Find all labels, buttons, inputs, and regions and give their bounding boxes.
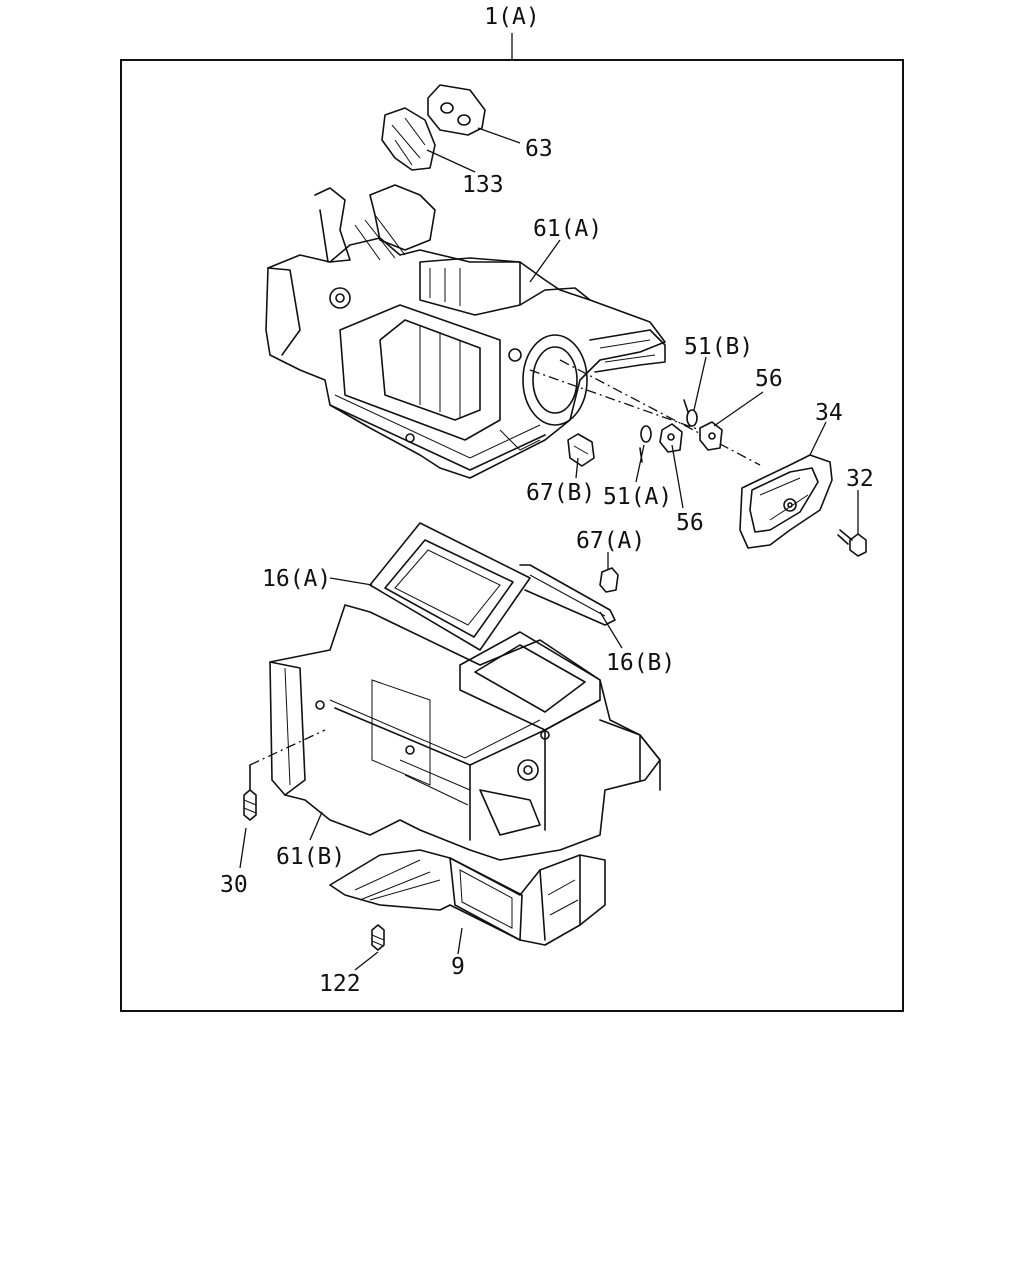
leader-lines (239, 127, 859, 971)
callout-1a: 1(A) (484, 4, 539, 30)
part-9-duct (329, 849, 606, 946)
part-63-gasket (427, 84, 486, 136)
callout-133: 133 (462, 172, 504, 198)
callout-61b: 61(B) (276, 844, 345, 870)
callout-56-lower: 56 (676, 510, 704, 536)
callout-122: 122 (319, 971, 361, 997)
callout-32: 32 (846, 466, 874, 492)
callout-30: 30 (220, 872, 248, 898)
part-133-seal (381, 107, 436, 171)
upper-case-61a (265, 184, 666, 479)
part-30-screw (243, 729, 326, 821)
lower-case-61b (269, 522, 661, 861)
linkage-parts (529, 359, 761, 467)
callout-34: 34 (815, 400, 843, 426)
diagram-frame (120, 59, 904, 1012)
callout-51a: 51(A) (603, 484, 672, 510)
callout-16a: 16(A) (262, 566, 331, 592)
callout-16b: 16(B) (606, 650, 675, 676)
callout-56-upper: 56 (755, 366, 783, 392)
part-122-screw (371, 924, 385, 951)
callout-61a: 61(A) (533, 216, 602, 242)
part-34-lever (739, 454, 833, 549)
callout-9: 9 (451, 954, 465, 980)
callout-63: 63 (525, 136, 553, 162)
callout-67b: 67(B) (526, 480, 595, 506)
callout-51b: 51(B) (684, 334, 753, 360)
part-32-screw (837, 529, 867, 557)
callout-67a: 67(A) (576, 528, 645, 554)
